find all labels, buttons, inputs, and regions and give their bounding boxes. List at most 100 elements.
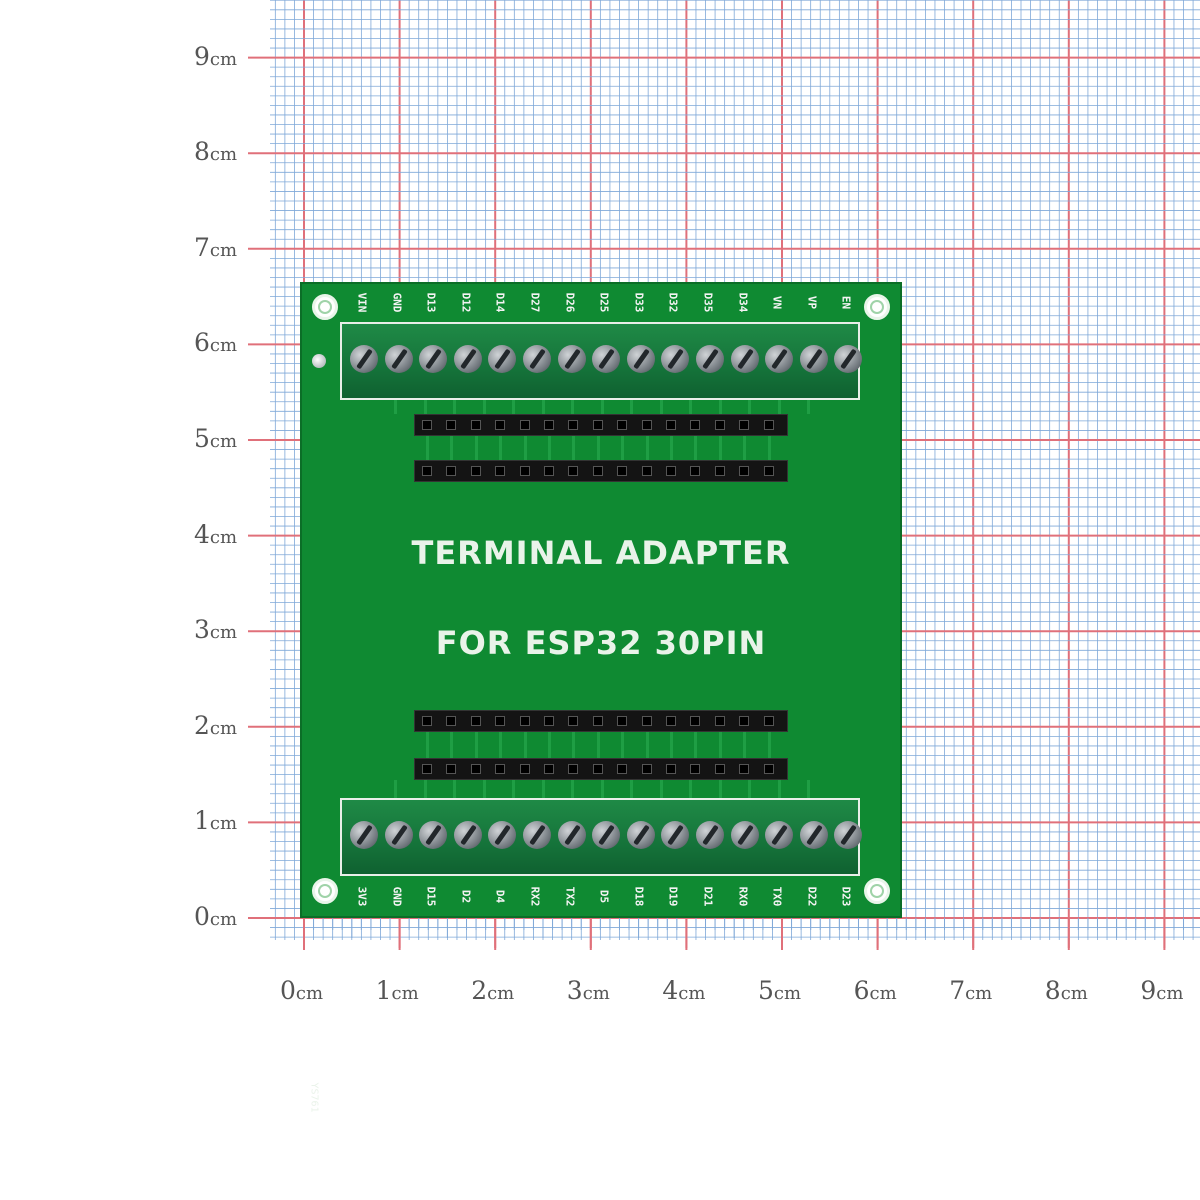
trace bbox=[689, 400, 692, 414]
header-socket bbox=[763, 764, 774, 774]
x-axis-label: 8cm bbox=[1044, 976, 1088, 1005]
header-socket bbox=[495, 764, 506, 774]
header-socket-row-1 bbox=[414, 414, 788, 436]
pin-label-top: D34 bbox=[736, 292, 750, 313]
terminal-screw bbox=[523, 821, 551, 849]
pin-label-bottom: 3V3 bbox=[355, 886, 369, 907]
pin-label-top: D13 bbox=[424, 292, 438, 313]
pin-label-bottom: D23 bbox=[839, 886, 853, 907]
trace bbox=[426, 732, 429, 758]
trace bbox=[767, 436, 771, 460]
x-axis-label: 9cm bbox=[1140, 976, 1184, 1005]
trace bbox=[743, 436, 747, 460]
trace bbox=[453, 400, 456, 414]
trace bbox=[523, 732, 527, 758]
trace bbox=[482, 780, 486, 798]
pin-label-bottom: D21 bbox=[701, 886, 715, 907]
y-axis-label: 9cm bbox=[194, 41, 238, 71]
terminal-screw bbox=[488, 345, 517, 373]
pin-label-bottom: TX0 bbox=[770, 886, 784, 907]
header-socket bbox=[714, 466, 725, 476]
header-socket bbox=[641, 716, 652, 726]
trace bbox=[621, 732, 625, 758]
header-socket bbox=[617, 420, 628, 430]
header-socket bbox=[739, 716, 750, 726]
trace bbox=[548, 732, 551, 758]
header-socket bbox=[666, 466, 676, 476]
terminal-screw bbox=[834, 345, 863, 373]
terminal-screw bbox=[696, 345, 724, 373]
trace bbox=[548, 436, 551, 460]
solder-pad bbox=[312, 354, 326, 368]
trace bbox=[450, 436, 454, 460]
header-socket bbox=[422, 420, 432, 430]
terminal-screw bbox=[419, 345, 448, 373]
header-socket bbox=[495, 420, 506, 430]
header-socket bbox=[690, 716, 701, 726]
trace bbox=[523, 436, 527, 460]
y-axis-label: 0cm bbox=[194, 902, 238, 931]
header-socket bbox=[446, 420, 457, 430]
terminal-screw bbox=[799, 345, 828, 373]
pin-label-top: D26 bbox=[563, 292, 577, 313]
header-socket bbox=[690, 420, 701, 430]
header-socket bbox=[495, 716, 506, 726]
header-socket bbox=[422, 466, 432, 476]
trace bbox=[596, 436, 600, 460]
pin-label-top: D25 bbox=[597, 292, 611, 313]
header-socket bbox=[617, 466, 628, 476]
terminal-screw bbox=[799, 821, 828, 849]
header-socket bbox=[763, 716, 774, 726]
terminal-screw bbox=[350, 821, 378, 849]
trace bbox=[777, 400, 781, 414]
header-socket bbox=[592, 420, 603, 430]
board-code: YS761 bbox=[308, 1082, 320, 1113]
terminal-screw bbox=[523, 345, 551, 373]
header-socket bbox=[592, 716, 603, 726]
header-socket bbox=[763, 466, 774, 476]
header-socket bbox=[714, 420, 725, 430]
pin-label-bottom: D18 bbox=[632, 886, 646, 907]
x-axis-label: 1cm bbox=[375, 976, 419, 1005]
header-socket bbox=[568, 716, 579, 726]
pin-label-bottom: RX2 bbox=[528, 886, 542, 907]
header-socket bbox=[470, 420, 481, 430]
terminal-screw bbox=[592, 345, 621, 373]
pin-label-bottom: GND bbox=[390, 886, 404, 907]
terminal-screw bbox=[488, 821, 517, 849]
terminal-screw bbox=[384, 821, 413, 849]
trace bbox=[541, 400, 545, 414]
trace bbox=[572, 732, 576, 758]
trace bbox=[767, 732, 771, 758]
header-socket bbox=[544, 466, 554, 476]
pin-label-bottom: D4 bbox=[493, 889, 507, 904]
header-socket bbox=[470, 466, 481, 476]
terminal-screw bbox=[453, 345, 482, 373]
top-terminal-block bbox=[340, 322, 863, 400]
header-socket bbox=[690, 764, 701, 774]
trace bbox=[743, 732, 747, 758]
pin-label-bottom: TX2 bbox=[563, 886, 577, 907]
pin-label-bottom: D5 bbox=[597, 889, 611, 904]
header-socket bbox=[446, 716, 457, 726]
trace bbox=[541, 780, 545, 798]
trace bbox=[453, 780, 456, 798]
terminal-screw bbox=[626, 345, 655, 373]
trace bbox=[630, 780, 633, 798]
trace bbox=[571, 400, 574, 414]
terminal-screw bbox=[765, 345, 794, 373]
terminal-screw bbox=[730, 821, 759, 849]
header-socket bbox=[739, 420, 750, 430]
board-title-line-1: TERMINAL ADAPTER bbox=[411, 534, 791, 572]
header-socket bbox=[666, 764, 676, 774]
header-socket bbox=[568, 764, 579, 774]
y-axis-label: 1cm bbox=[194, 806, 238, 836]
header-socket bbox=[519, 716, 530, 726]
terminal-screw bbox=[696, 821, 724, 849]
header-socket bbox=[666, 420, 676, 430]
trace bbox=[621, 436, 625, 460]
terminal-screw bbox=[765, 821, 794, 849]
trace bbox=[748, 780, 751, 798]
header-socket bbox=[422, 764, 432, 774]
